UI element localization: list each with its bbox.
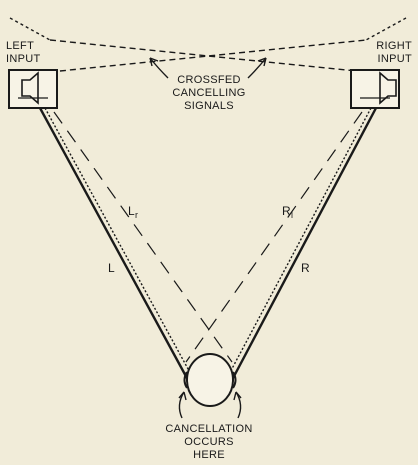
- left-input-label-line2: INPUT: [6, 53, 41, 65]
- cancellation-label-line1: CANCELLATION: [165, 423, 252, 435]
- cross-left-label: Lr: [128, 204, 138, 220]
- cancellation-arrows: [178, 391, 242, 419]
- path-right-label: R: [301, 261, 310, 275]
- crossfed-arrows: [149, 57, 267, 79]
- crossfed-label-line3: SIGNALS: [184, 100, 234, 112]
- cancellation-label-line3: HERE: [193, 449, 225, 461]
- crossfed-paths-to-listener: [53, 111, 363, 363]
- right-input-label-line2: INPUT: [378, 53, 413, 65]
- direct-path-left: [38, 107, 194, 381]
- path-left-label: L: [108, 261, 115, 275]
- crossfed-label-line2: CANCELLING: [172, 87, 245, 99]
- right-speaker-icon: [350, 69, 400, 109]
- cross-right-label: Rl: [282, 204, 293, 220]
- right-input-label-line1: RIGHT: [376, 40, 412, 52]
- left-speaker-icon: [8, 69, 58, 109]
- listener-head-icon: [183, 353, 237, 407]
- direct-path-right: [226, 107, 378, 381]
- left-input-label-line1: LEFT: [6, 40, 34, 52]
- crossfed-label-line1: CROSSFED: [177, 74, 241, 86]
- cancellation-label-line2: OCCURS: [184, 436, 233, 448]
- crossfed-signal-lines: [9, 17, 407, 73]
